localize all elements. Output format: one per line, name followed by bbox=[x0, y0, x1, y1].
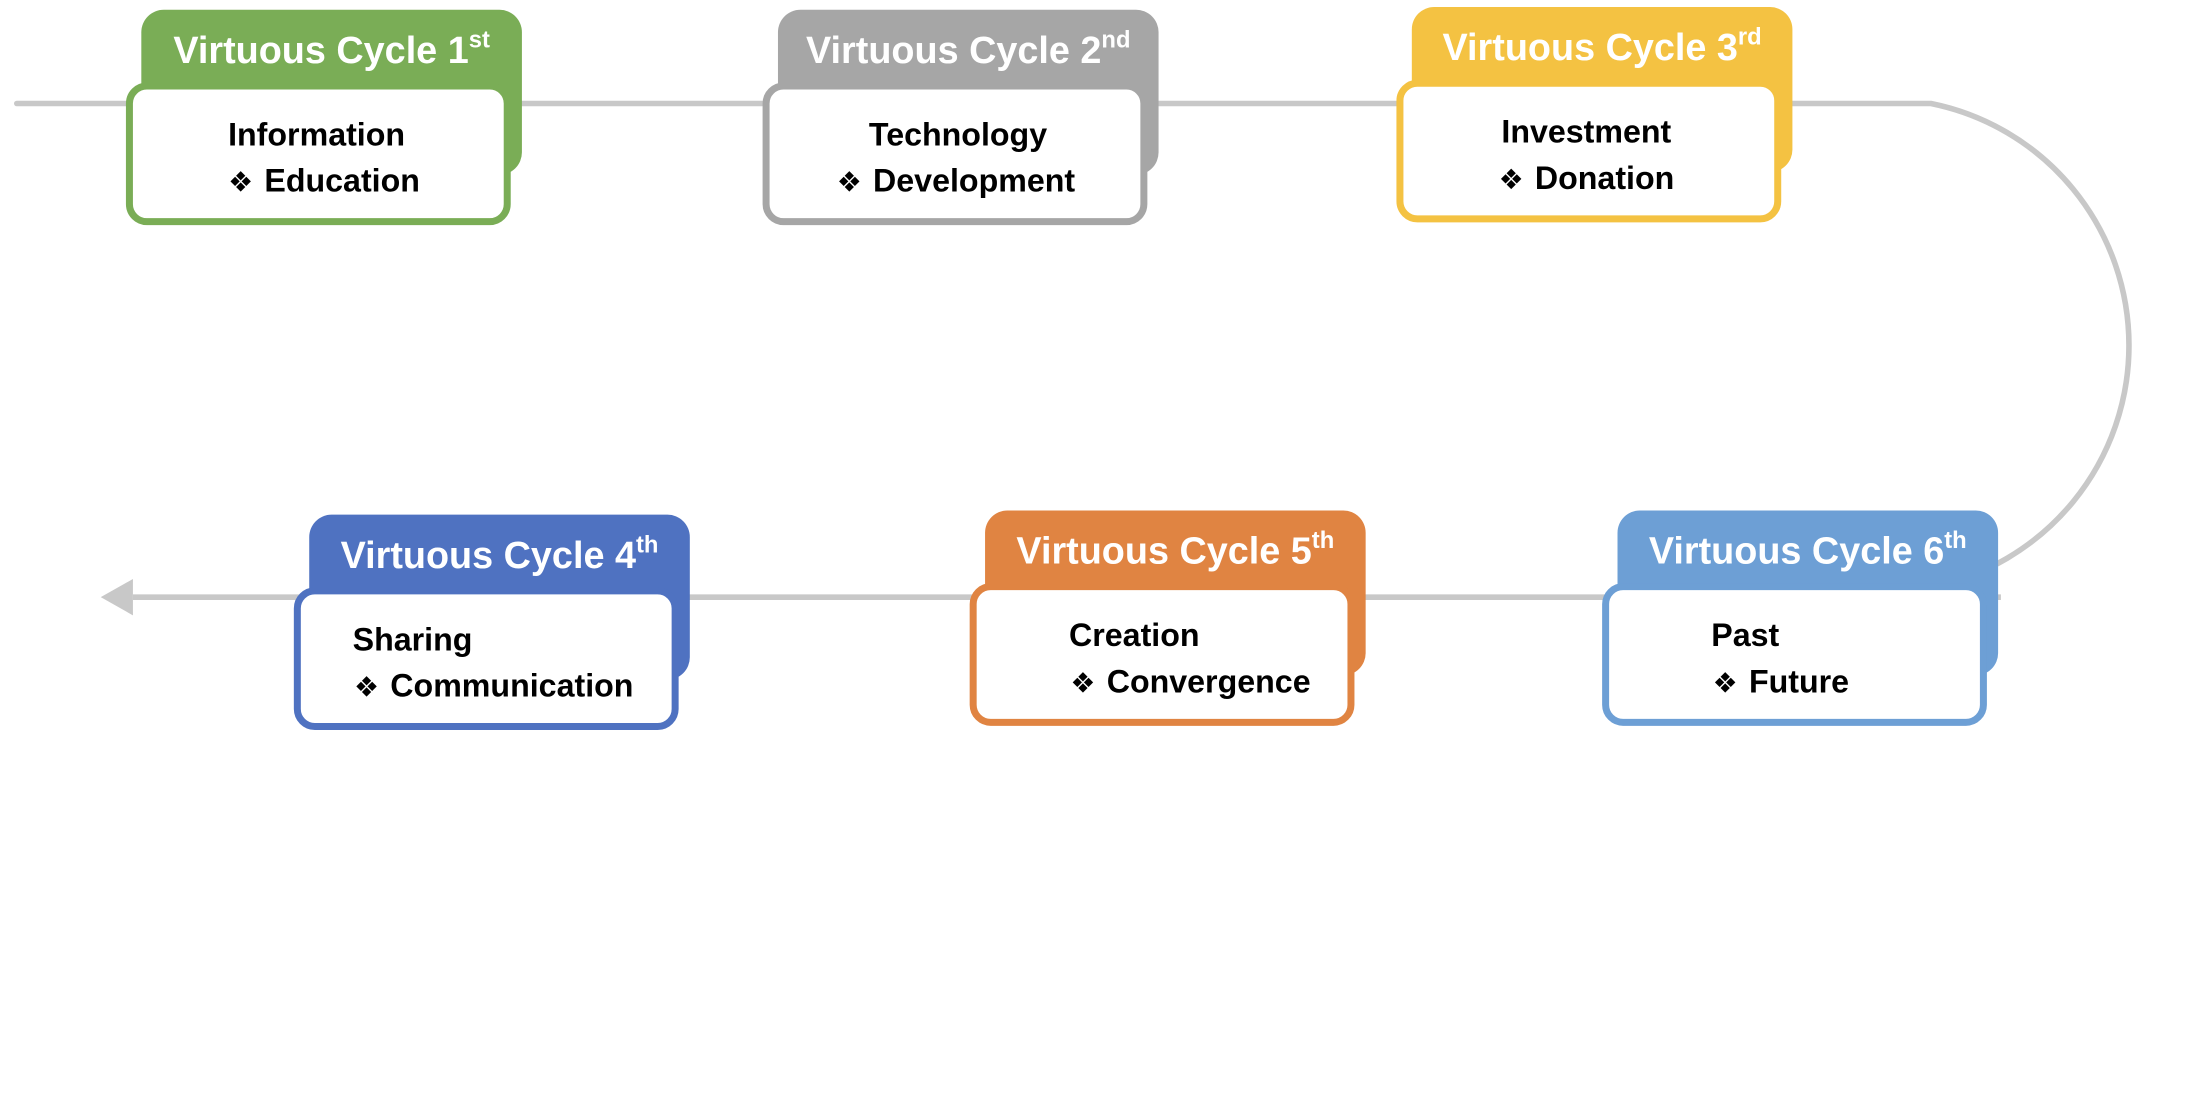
diamond-bullet-icon: ❖ bbox=[1498, 162, 1524, 196]
diamond-bullet-icon: ❖ bbox=[836, 165, 862, 199]
cycle-card-3-line2-row: ❖ Donation bbox=[1499, 158, 1675, 199]
cycle-card-2-line2: Development bbox=[873, 162, 1076, 199]
cycle-card-3-title: Virtuous Cycle 3 bbox=[1442, 26, 1738, 69]
cycle-card-4-line2: Communication bbox=[390, 667, 634, 704]
cycle-card-5: Virtuous Cycle 5th Creation ❖ Convergence bbox=[969, 510, 1369, 734]
cycle-card-6-line2: Future bbox=[1748, 662, 1850, 700]
cycle-card-6: Virtuous Cycle 6th Past ❖ Future bbox=[1602, 510, 2001, 734]
cycle-card-6-line2-row: ❖ Future bbox=[1713, 661, 1849, 702]
cycle-card-5-ordinal: th bbox=[1311, 527, 1335, 554]
cycle-card-3-body: Investment ❖ Donation bbox=[1396, 79, 1782, 223]
cycle-card-2-title: Virtuous Cycle 2 bbox=[806, 29, 1102, 72]
cycle-card-1-body: Information ❖ Education bbox=[125, 82, 511, 226]
cycle-card-2-body: Technology ❖ Development bbox=[762, 82, 1148, 226]
cycle-card-3-line2: Donation bbox=[1534, 159, 1675, 196]
cycle-card-2: Virtuous Cycle 2nd Technology ❖ Developme… bbox=[762, 9, 1162, 234]
cycle-card-6-title: Virtuous Cycle 6 bbox=[1648, 530, 1945, 572]
cycle-card-1-line1: Information bbox=[228, 116, 406, 153]
diamond-bullet-icon: ❖ bbox=[228, 165, 254, 199]
cycle-card-1-title: Virtuous Cycle 1 bbox=[173, 29, 469, 72]
cycle-card-3: Virtuous Cycle 3rd Investment ❖ Donation bbox=[1396, 6, 1795, 231]
cycle-card-4: Virtuous Cycle 4th Sharing ❖ Communicatio… bbox=[293, 514, 693, 739]
cycle-card-4-line1: Sharing bbox=[352, 620, 473, 658]
cycle-card-3-ordinal: rd bbox=[1737, 23, 1762, 51]
cycle-card-1-line2: Education bbox=[264, 162, 420, 199]
cycle-card-4-body: Sharing ❖ Communication bbox=[293, 587, 679, 731]
cycle-card-2-line2-row: ❖ Development bbox=[837, 161, 1075, 202]
cycle-card-3-line1: Investment bbox=[1501, 113, 1672, 150]
cycle-card-6-ordinal: th bbox=[1944, 527, 1967, 554]
cycle-card-5-line2-row: ❖ Convergence bbox=[1070, 661, 1310, 702]
diamond-bullet-icon: ❖ bbox=[1070, 665, 1096, 700]
cycle-card-1-line2-row: ❖ Education bbox=[228, 161, 420, 202]
cycle-card-5-line2: Convergence bbox=[1106, 662, 1311, 700]
cycle-card-5-title: Virtuous Cycle 5 bbox=[1016, 530, 1312, 572]
cycle-card-5-line1: Creation bbox=[1069, 616, 1200, 654]
cycle-card-6-body: Past ❖ Future bbox=[1602, 583, 1987, 726]
diamond-bullet-icon: ❖ bbox=[1712, 665, 1738, 700]
diamond-bullet-icon: ❖ bbox=[354, 669, 380, 704]
connector-arrowhead bbox=[100, 578, 133, 616]
cycle-card-2-ordinal: nd bbox=[1101, 26, 1131, 54]
cycle-card-1: Virtuous Cycle 1st Information ❖ Educatio… bbox=[125, 9, 525, 234]
connector-path bbox=[13, 100, 2132, 591]
cycle-card-4-title: Virtuous Cycle 4 bbox=[340, 534, 636, 577]
cycle-card-6-line1: Past bbox=[1711, 616, 1780, 654]
cycle-card-5-body: Creation ❖ Convergence bbox=[969, 583, 1355, 726]
cycle-card-4-line2-row: ❖ Communication bbox=[354, 666, 633, 707]
cycle-card-4-ordinal: th bbox=[635, 531, 659, 558]
cycle-card-1-ordinal: st bbox=[468, 26, 490, 54]
cycle-card-2-line1: Technology bbox=[868, 116, 1048, 153]
